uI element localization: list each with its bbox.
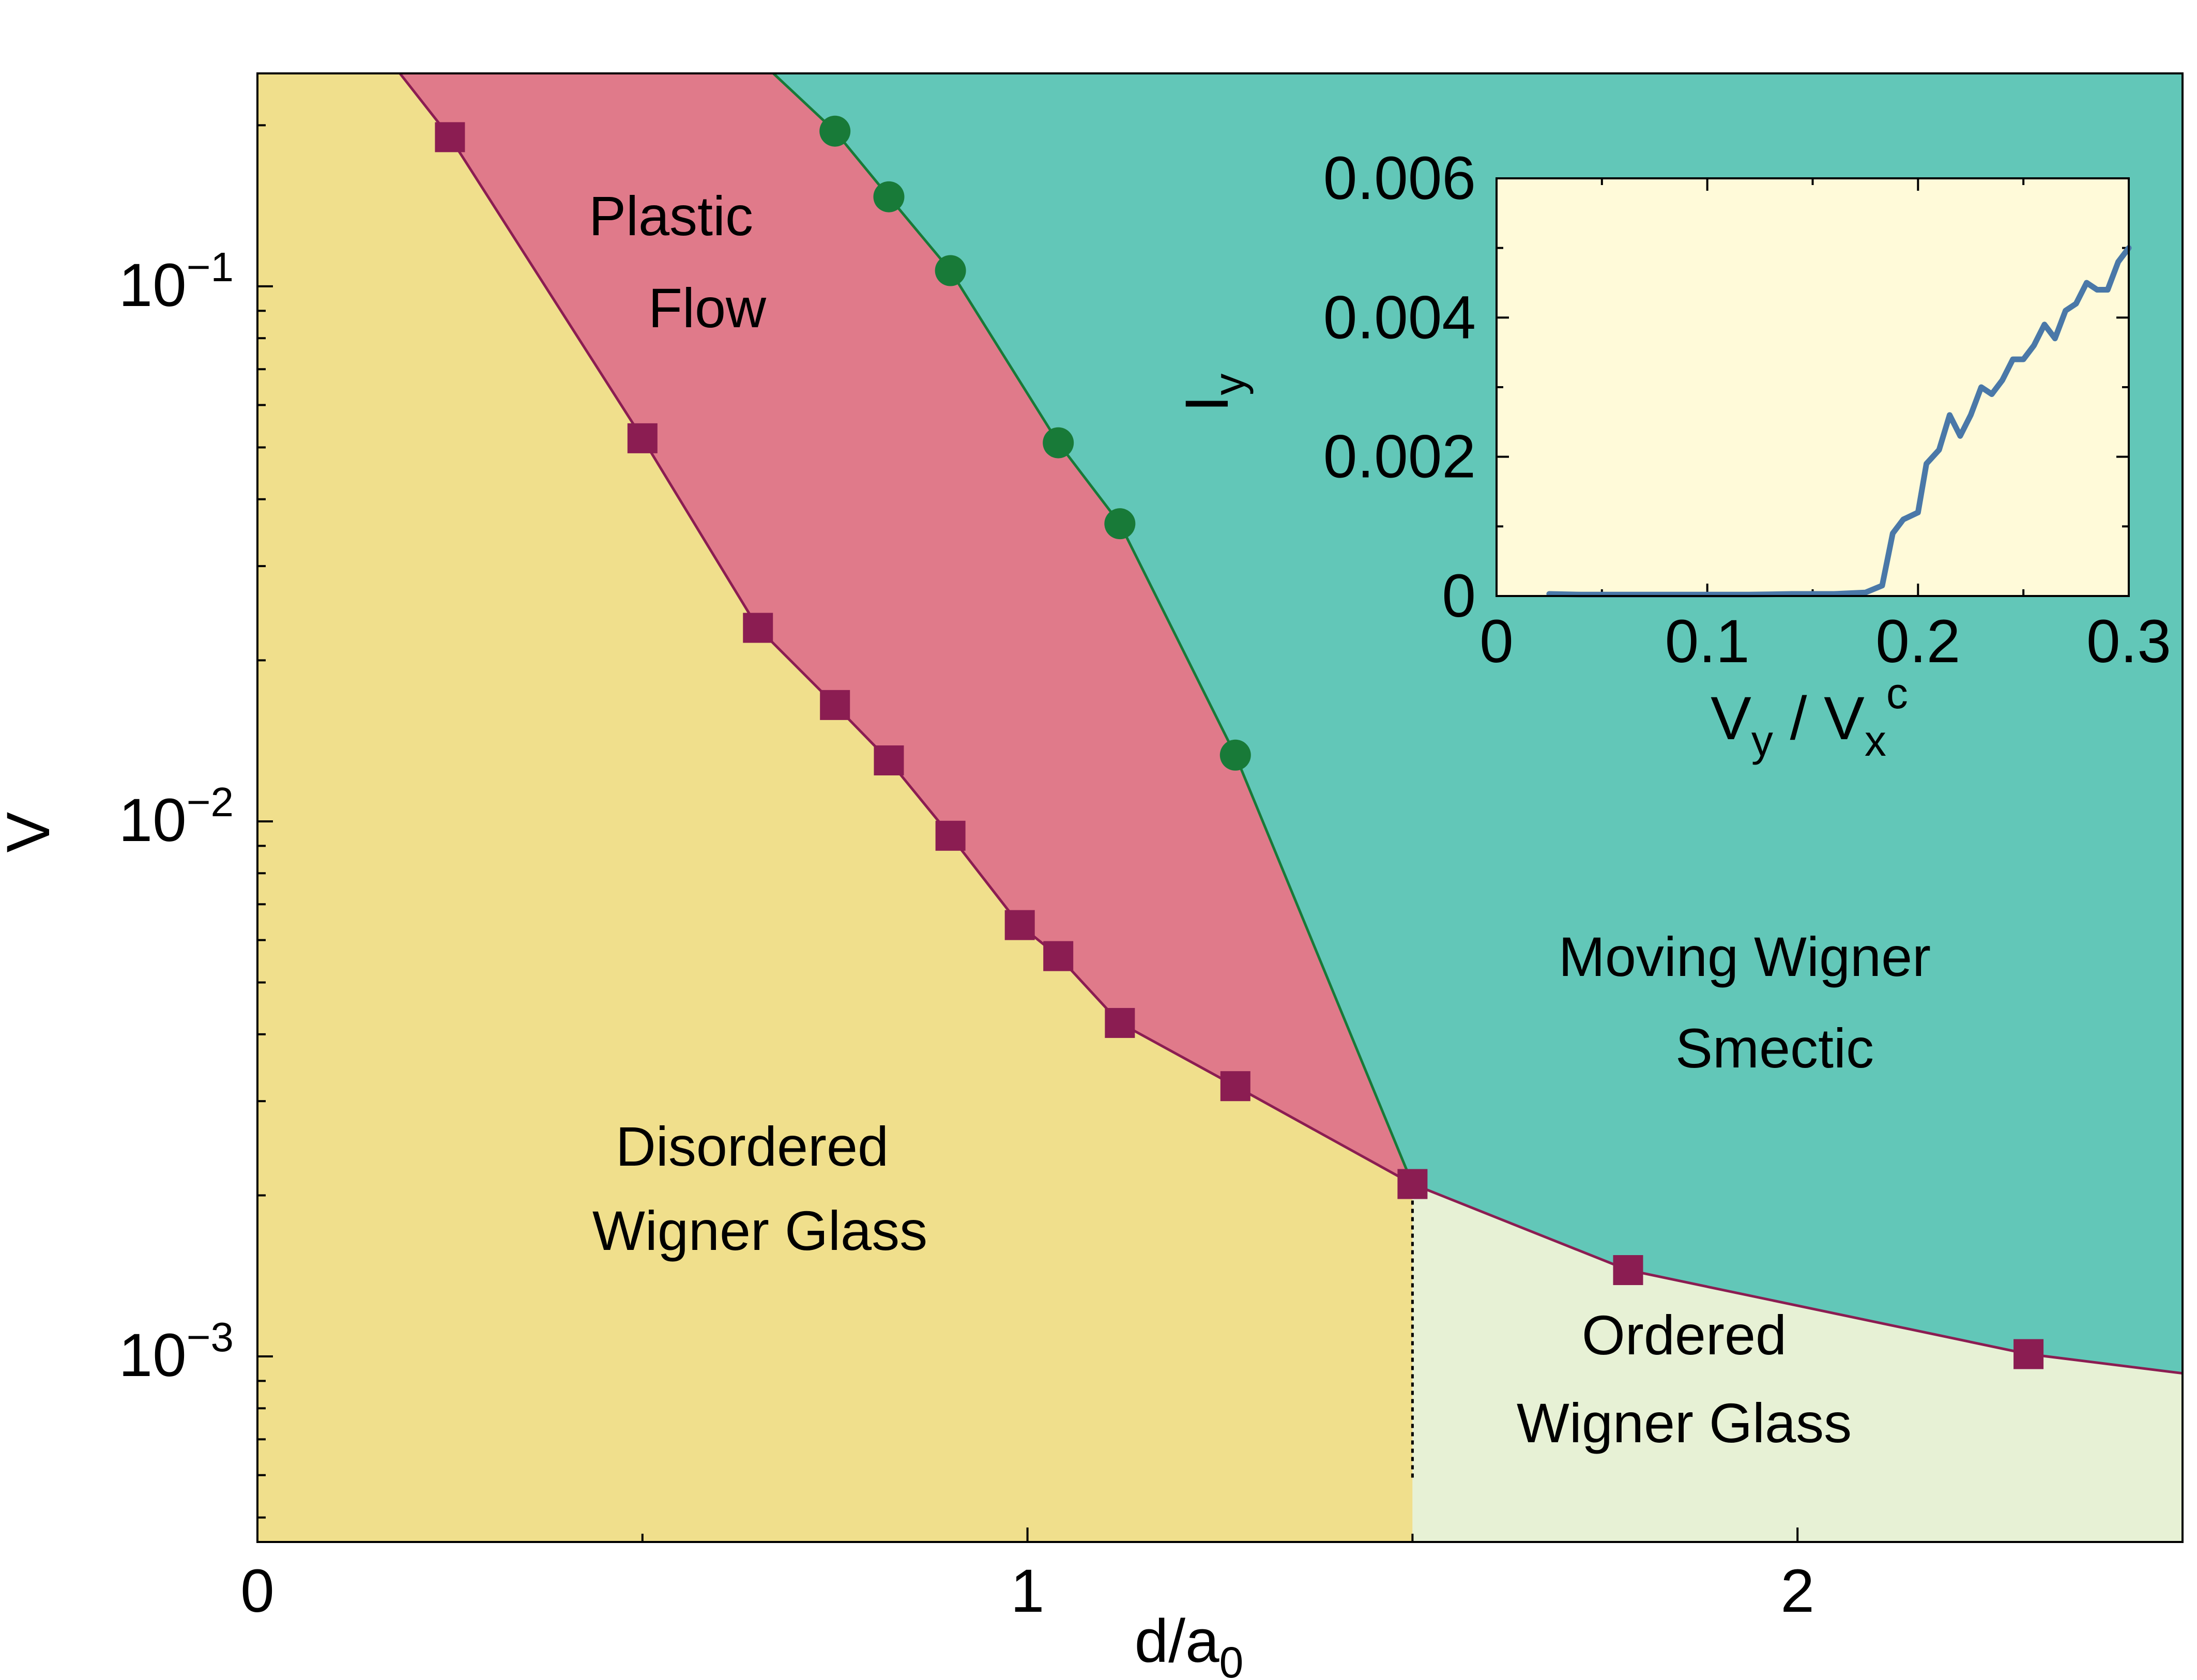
region-label: Wigner Glass [592,1199,927,1262]
inset-y-label-main: I [1173,395,1241,413]
y-axis-label: V [0,812,63,852]
y-tick-label: 10−2 [119,779,234,854]
region-label: Ordered [1582,1304,1787,1366]
inset-y-tick-label: 0 [1442,562,1476,630]
circle-marker [935,255,966,286]
square-marker [1397,1169,1428,1199]
y-tick-label: 10−3 [119,1314,234,1389]
circle-marker [1043,427,1074,459]
square-marker [1613,1255,1643,1286]
inset-y-axis-label: Iy [1173,374,1254,413]
x-tick-label: 2 [1780,1557,1814,1625]
inset-y-tick-label: 0.006 [1323,144,1476,212]
square-marker [1105,1007,1135,1038]
region-disordered-glass [257,73,1413,1542]
y-tick-label-base: 10 [119,786,187,854]
inset-background [1497,178,2129,596]
x-tick-label: 1 [1011,1557,1045,1625]
main-plot-frame [256,72,2184,1543]
inset-x-tick-label: 0 [1479,607,1514,676]
inset-y-tick-label: 0.004 [1323,283,1476,352]
inset-x-tick-label: 0.1 [1665,607,1750,676]
region-label: Moving Wigner [1559,925,1931,988]
region-label: Wigner Glass [1517,1392,1852,1454]
square-marker [2013,1339,2044,1369]
region-label: Flow [648,277,767,339]
y-tick-label-base: 10 [119,251,187,319]
region-label: Smectic [1675,1017,1874,1079]
inset-x-label-sup2: c [1886,669,1908,717]
circle-marker [1104,508,1136,540]
circle-marker [1219,739,1251,771]
inset-y-tick-label: 0.002 [1323,423,1476,491]
region-plastic-flow [400,73,1413,1184]
x-tick-label: 0 [240,1557,274,1625]
x-axis-label-main: d/a [1135,1607,1219,1675]
square-marker [627,423,658,453]
x-axis-label: d/a0 [1135,1607,1244,1680]
square-marker [1043,941,1074,971]
square-marker [435,122,465,152]
square-marker [1220,1071,1250,1102]
circle-marker [819,115,851,147]
region-label: Plastic [589,185,753,247]
inset-plot-frame [1496,177,2130,597]
square-marker [820,690,850,720]
inset-x-label-mid: / V [1773,684,1865,753]
square-marker [1004,910,1035,940]
inset-x-label-v: V [1711,684,1751,753]
region-label: Disordered [616,1115,889,1178]
inset-x-axis-label: Vy / Vxc [1711,669,1908,765]
y-tick-label-base: 10 [119,1321,187,1389]
inset-y-label-sub: y [1205,374,1254,395]
square-marker [743,613,773,643]
circle-marker [873,181,905,212]
inset-x-tick-label: 0.2 [1875,607,1960,676]
y-tick-label: 10−1 [119,244,234,319]
y-tick-label-exp: −2 [187,779,234,825]
inset-x-label-sub2: x [1865,716,1886,765]
y-tick-label-exp: −1 [187,244,234,290]
inset-series-line [1546,245,2132,598]
region-ordered-glass [1412,1184,2183,1542]
square-marker [874,745,904,776]
y-tick-label-exp: −3 [187,1314,234,1360]
data-markers [435,115,2044,1369]
square-marker [935,820,966,851]
inset-x-tick-label: 0.3 [2086,607,2171,676]
x-axis-label-sub: 0 [1219,1638,1244,1680]
inset-x-label-sub: y [1751,716,1773,765]
